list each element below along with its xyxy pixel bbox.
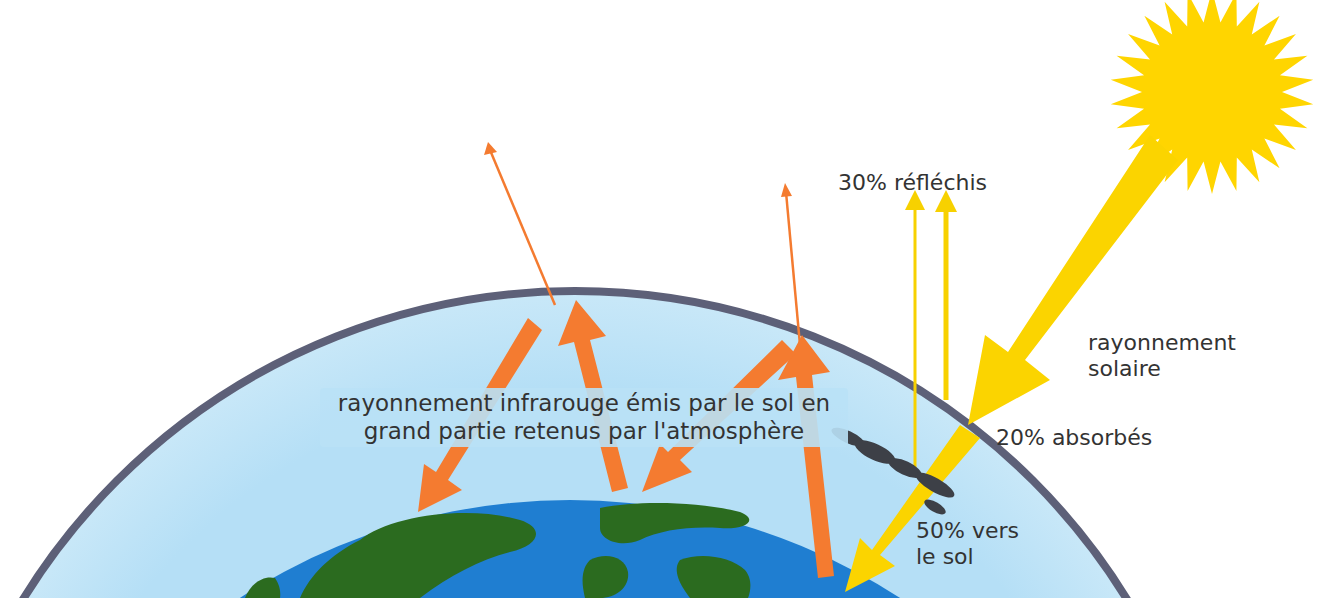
absorbed-label: 20% absorbés [996, 425, 1196, 451]
continents [245, 503, 750, 598]
ground-share-label: 50% vers le sol [916, 518, 1036, 571]
clouds [829, 424, 957, 517]
earth [0, 500, 1175, 598]
infrared-arrows [418, 142, 834, 578]
solar-radiation-label: rayonnement solaire [1088, 330, 1248, 383]
reflection-label: 30% réfléchis [838, 170, 1038, 196]
infrared-label: rayonnement infrarouge émis par le sol e… [320, 388, 848, 447]
reflected-arrows [905, 190, 957, 470]
